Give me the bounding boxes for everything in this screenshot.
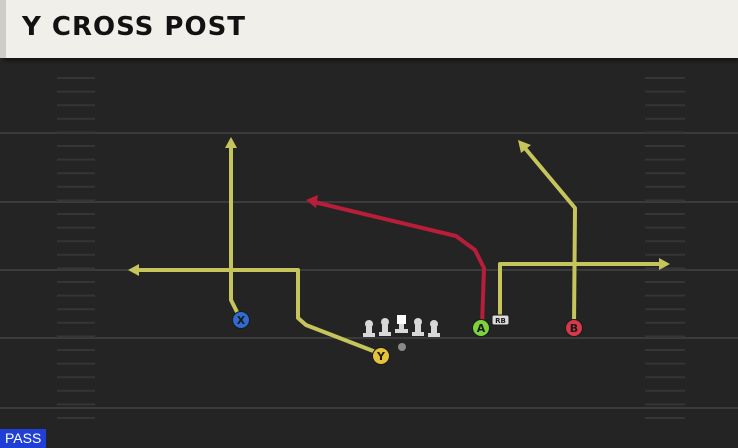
- route-arrow-icon: [518, 140, 531, 153]
- route-b: [522, 145, 577, 328]
- player-label: RB: [495, 317, 506, 325]
- quarterback-icon: [398, 343, 406, 351]
- player-a[interactable]: A: [472, 319, 490, 337]
- route-arrow-icon: [659, 258, 670, 270]
- player-label: Y: [376, 350, 386, 363]
- lineman-icon: [428, 320, 440, 337]
- hash-marks-left: [57, 77, 95, 419]
- route-y: [134, 268, 383, 356]
- player-label: X: [237, 314, 246, 327]
- play-type-badge: PASS: [0, 429, 47, 448]
- routes: [128, 137, 670, 356]
- offensive-line: [363, 315, 440, 351]
- route-arrow-icon: [128, 264, 139, 276]
- route-arrow-icon: [225, 137, 237, 148]
- route-rb: [498, 262, 664, 320]
- player-x[interactable]: X: [232, 311, 250, 329]
- route-arrow-icon: [306, 195, 318, 208]
- center-icon: [395, 315, 408, 333]
- lineman-icon: [379, 318, 391, 336]
- player-b[interactable]: B: [565, 319, 583, 337]
- hash-marks-right: [645, 77, 685, 419]
- player-y[interactable]: Y: [372, 347, 390, 365]
- lineman-icon: [412, 318, 424, 336]
- player-label: B: [570, 322, 578, 335]
- yard-lines: [0, 132, 738, 409]
- play-title: Y CROSS POST: [22, 12, 247, 42]
- player-label: A: [477, 322, 486, 335]
- title-bar: Y CROSS POST: [0, 0, 738, 58]
- player-rb[interactable]: RB: [491, 314, 510, 326]
- lineman-icon: [363, 320, 375, 337]
- route-a: [312, 200, 486, 328]
